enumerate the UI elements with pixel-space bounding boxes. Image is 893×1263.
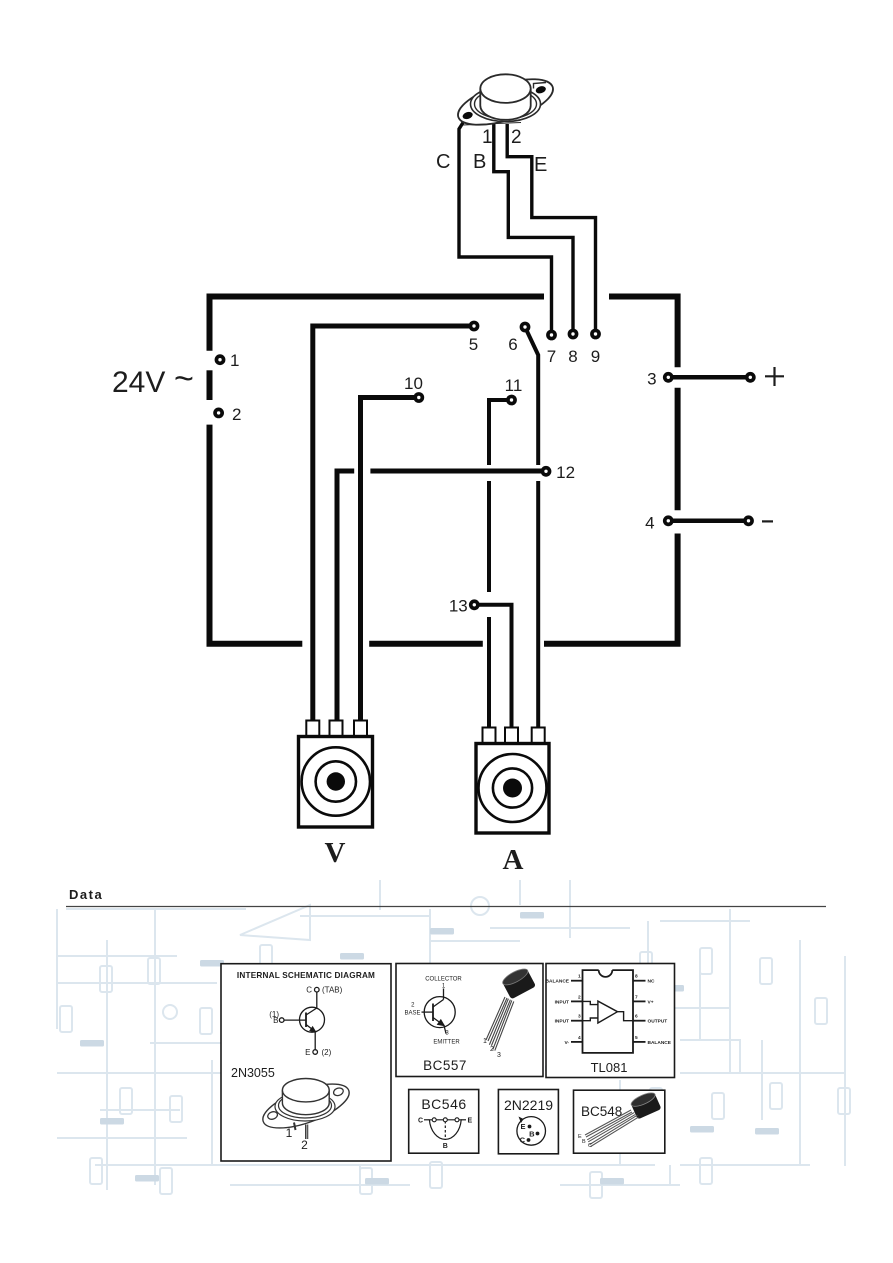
svg-text:3: 3 [647,370,656,389]
svg-text:7: 7 [635,994,638,1000]
svg-text:11: 11 [505,376,523,395]
svg-text:10: 10 [404,374,423,393]
svg-text:3: 3 [445,1031,449,1037]
svg-text:E: E [305,1048,310,1057]
svg-text:~: ~ [174,360,194,398]
svg-text:6: 6 [508,335,517,354]
svg-text:5: 5 [635,1035,638,1041]
svg-text:9: 9 [591,347,600,366]
svg-text:5: 5 [469,335,478,354]
svg-text:2: 2 [490,1046,494,1053]
svg-text:INPUT: INPUT [555,999,569,1005]
svg-text:TL081: TL081 [591,1060,628,1075]
svg-text:OUTPUT: OUTPUT [648,1019,668,1025]
svg-text:COLLECTOR: COLLECTOR [425,977,462,983]
svg-text:INPUT: INPUT [555,1019,569,1025]
svg-text:2: 2 [578,994,581,1000]
svg-text:Data: Data [69,887,103,902]
svg-text:NC: NC [648,979,655,985]
svg-text:1: 1 [230,351,239,370]
svg-text:BC546: BC546 [421,1096,466,1112]
svg-text:8: 8 [568,347,577,366]
svg-text:2: 2 [511,127,522,148]
svg-text:C: C [588,1143,592,1149]
svg-text:BALANCE: BALANCE [648,1040,672,1046]
svg-text:2N2219: 2N2219 [504,1097,553,1113]
svg-text:2: 2 [411,1003,415,1009]
svg-text:1: 1 [442,984,446,990]
svg-text:B: B [473,151,486,173]
svg-text:E: E [534,154,547,176]
svg-text:E: E [468,1118,473,1125]
svg-text:3: 3 [578,1014,581,1020]
svg-text:7: 7 [547,347,556,366]
svg-text:BC557: BC557 [423,1058,467,1073]
svg-text:(1): (1) [269,1010,279,1019]
svg-text:E: E [578,1134,582,1140]
svg-text:6: 6 [635,1014,638,1020]
svg-text:V+: V+ [648,999,654,1005]
svg-text:INTERNAL SCHEMATIC DIAGRAM: INTERNAL SCHEMATIC DIAGRAM [237,971,375,980]
svg-text:BC548: BC548 [581,1104,622,1119]
svg-text:2: 2 [232,405,241,424]
svg-text:1: 1 [482,127,493,148]
svg-text:B: B [443,1143,448,1150]
svg-text:(2): (2) [322,1048,332,1057]
svg-text:1: 1 [483,1038,487,1045]
svg-text:2: 2 [301,1138,308,1152]
svg-text:1: 1 [578,974,581,980]
svg-text:4: 4 [645,514,654,533]
svg-text:1: 1 [286,1126,293,1140]
svg-text:24V: 24V [112,366,165,399]
svg-text:C: C [306,986,312,995]
svg-text:B: B [582,1139,586,1145]
svg-text:4: 4 [578,1035,581,1041]
svg-text:BASE: BASE [404,1011,420,1017]
svg-text:8: 8 [635,974,638,980]
svg-text:E: E [520,1122,525,1131]
svg-text:A: A [503,844,524,876]
svg-text:C: C [418,1118,423,1125]
svg-text:B: B [529,1130,535,1139]
svg-text:(TAB): (TAB) [322,986,343,995]
svg-text:C: C [436,151,450,173]
svg-text:3: 3 [497,1052,501,1059]
svg-text:V-: V- [564,1040,569,1046]
svg-text:V: V [325,837,346,869]
svg-text:13: 13 [449,597,468,616]
svg-text:C: C [520,1136,526,1145]
svg-text:B: B [273,1016,278,1025]
svg-text:12: 12 [556,463,575,482]
svg-text:2N3055: 2N3055 [231,1066,275,1080]
svg-text:BALANCE: BALANCE [546,979,570,985]
svg-text:EMITTER: EMITTER [433,1040,460,1046]
